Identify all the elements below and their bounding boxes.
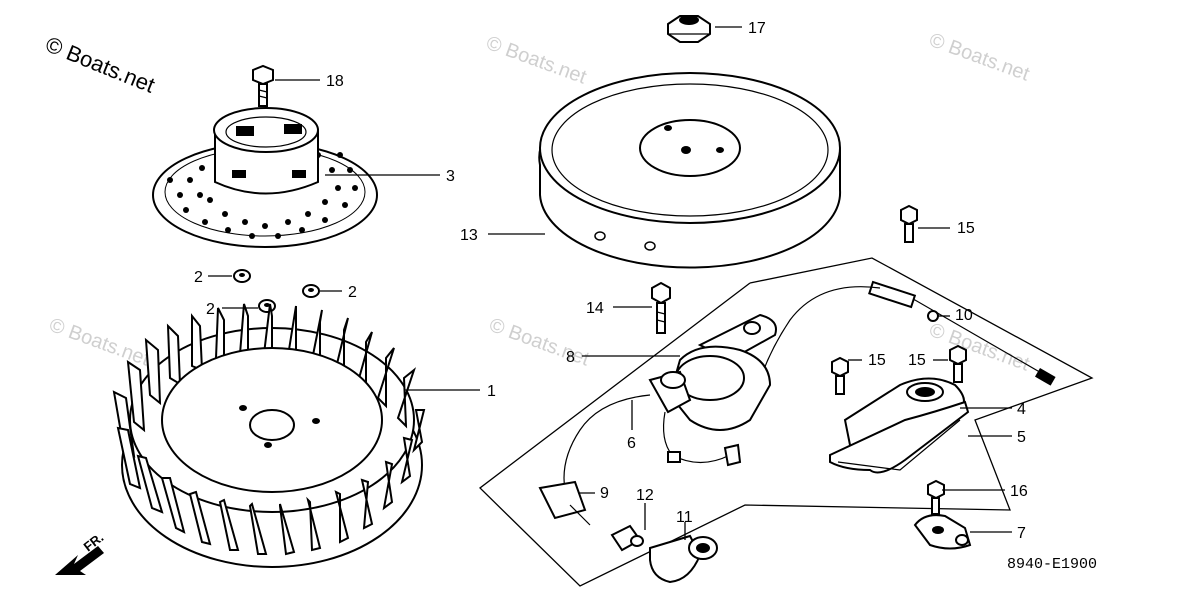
- callout-14: 14: [586, 300, 604, 317]
- watermark-faint: © Boats.net: [926, 29, 1032, 86]
- plug-cap-9: [538, 480, 591, 526]
- callout-13: 13: [460, 227, 478, 244]
- terminal-12: [610, 524, 644, 552]
- watermark-faint: © Boats.net: [486, 314, 592, 371]
- bolt-15: [900, 204, 918, 243]
- callout-7: 7: [1017, 525, 1026, 542]
- callout-15: 15: [868, 352, 886, 369]
- direction-label: FR.: [81, 530, 107, 555]
- callout-2: 2: [206, 301, 215, 318]
- callouts: 18 17 3 13 15 2 2 2 14 10 8 15 15 1 4 6: [194, 20, 1028, 542]
- watermark-faint: © Boats.net: [926, 319, 1032, 376]
- bolt-14: [651, 281, 671, 334]
- callout-4: 4: [1017, 401, 1026, 418]
- flywheel-13: [538, 72, 842, 269]
- switch-7: [913, 514, 972, 550]
- callout-6: 6: [627, 435, 636, 452]
- watermark-faint: © Boats.net: [483, 32, 589, 89]
- wire-6: [563, 394, 742, 491]
- ignition-coil-8: [648, 313, 777, 431]
- nut-2: [258, 299, 276, 313]
- callout-15: 15: [908, 352, 926, 369]
- callout-8: 8: [566, 349, 575, 366]
- nut-2: [302, 284, 320, 298]
- callout-1: 1: [487, 383, 496, 400]
- callout-5: 5: [1017, 429, 1026, 446]
- callout-12: 12: [636, 487, 654, 504]
- gasket-5: [829, 400, 970, 474]
- callout-9: 9: [600, 485, 609, 502]
- callout-11: 11: [676, 509, 693, 526]
- bolt-15: [831, 356, 849, 395]
- watermark-main: © Boats.net: [42, 31, 158, 97]
- cooling-fan-1: [112, 303, 426, 568]
- callout-18: 18: [326, 73, 344, 90]
- spark-plug-boot-11: [649, 534, 718, 584]
- watermark-faint: © Boats.net: [46, 314, 152, 371]
- assembly-outline: [479, 257, 1094, 587]
- bolt-15: [949, 344, 967, 383]
- flange-nut-17: [667, 15, 711, 43]
- nut-2: [233, 269, 251, 283]
- diagram-code: 8940-E1900: [1007, 556, 1097, 573]
- callout-2: 2: [348, 284, 357, 301]
- callout-17: 17: [748, 20, 766, 37]
- screw-16: [927, 479, 945, 515]
- callout-3: 3: [446, 168, 455, 185]
- bolt-18: [252, 64, 274, 107]
- callout-15: 15: [957, 220, 975, 237]
- front-direction-arrow: FR.: [55, 530, 106, 575]
- starter-cup-3: [152, 107, 378, 248]
- callout-16: 16: [1010, 483, 1028, 500]
- callout-10: 10: [955, 307, 973, 324]
- wire-lead-10: [759, 280, 1056, 386]
- callout-2: 2: [194, 269, 203, 286]
